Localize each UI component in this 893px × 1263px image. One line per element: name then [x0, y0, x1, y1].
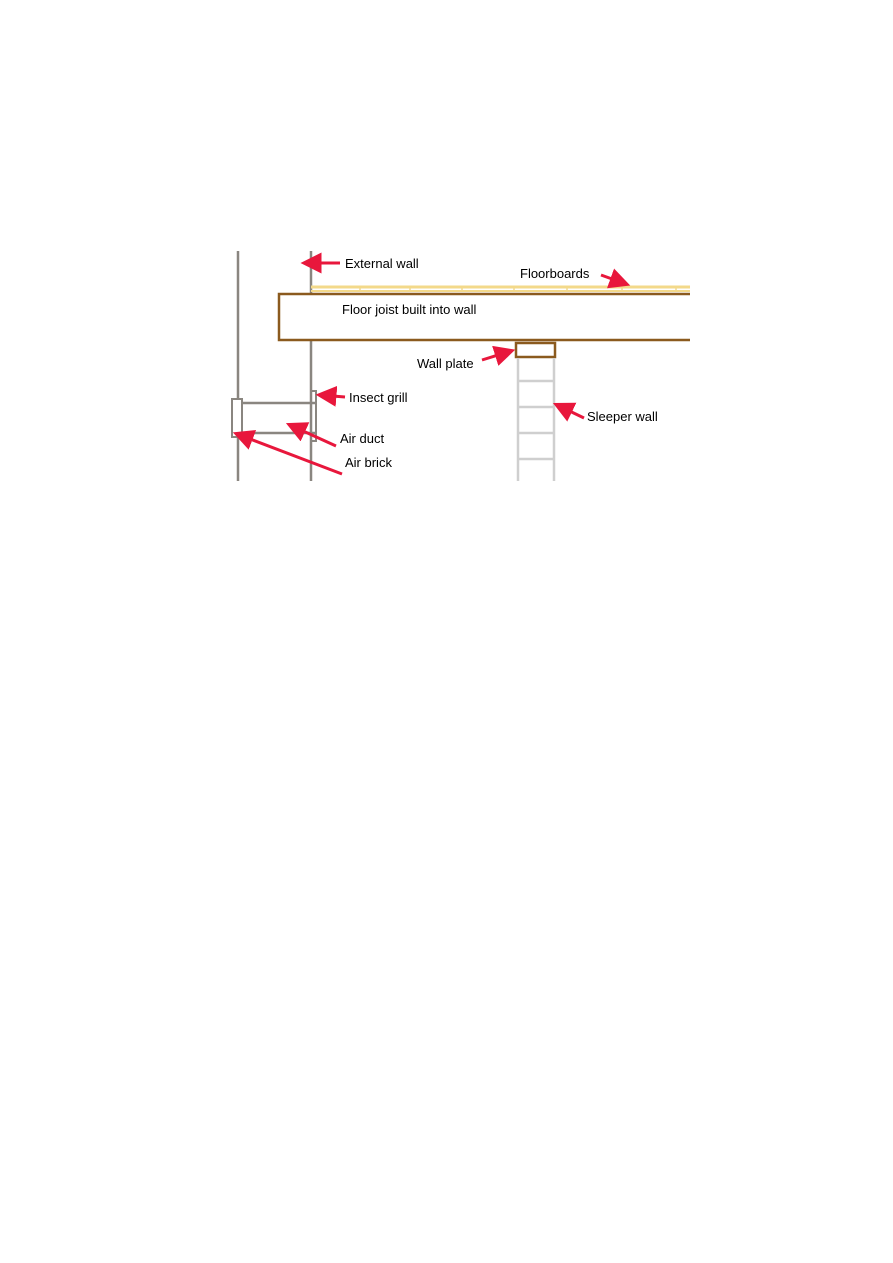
floor-joist [277, 292, 690, 342]
air-brick-label: Air brick [345, 455, 392, 470]
wall-plate [514, 341, 557, 359]
floorboards [311, 285, 690, 292]
wall-plate-arrow [481, 345, 516, 366]
insect-grill-arrow [315, 385, 346, 407]
air-duct-arrow [285, 422, 337, 448]
sleeper-wall-label: Sleeper wall [587, 409, 658, 424]
air-brick [231, 398, 243, 438]
air-duct-label: Air duct [340, 431, 384, 446]
wall-plate-label: Wall plate [417, 356, 474, 371]
floorboards-label: Floorboards [520, 266, 590, 281]
sleeper-wall-arrow [552, 402, 585, 422]
insect-grill-label: Insect grill [349, 390, 408, 405]
air-brick-arrow [232, 430, 343, 476]
sleeper-wall [516, 358, 556, 481]
insect-grill [311, 390, 317, 442]
air-duct [241, 401, 316, 435]
external-wall-label: External wall [345, 256, 419, 271]
floor-joist-label: Floor joist built into wall [342, 302, 476, 317]
floorboards-arrow [600, 268, 631, 289]
